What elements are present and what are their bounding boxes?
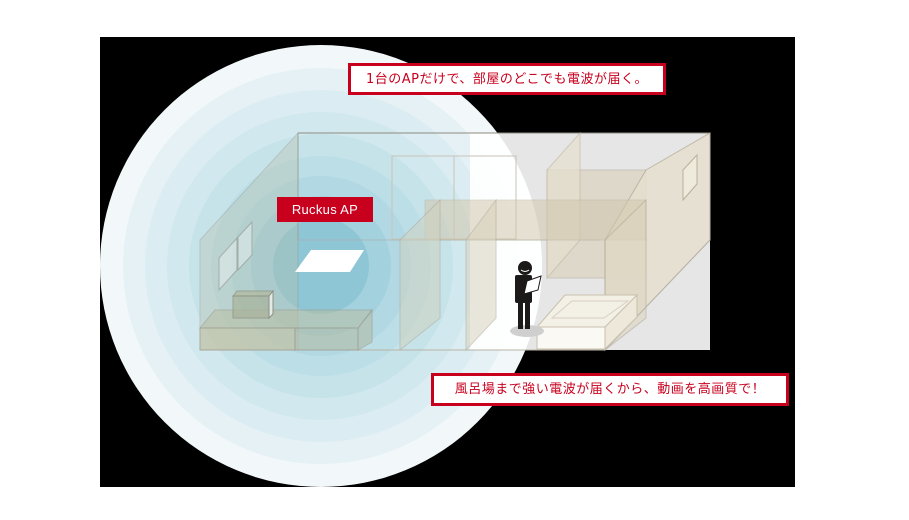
room [198,131,711,352]
ap-label: Ruckus AP [277,197,373,222]
window-left [218,220,253,292]
tv-cabinet [231,289,275,320]
sofa [198,308,374,351]
callout-bathroom: 風呂場まで強い電波が届くから、動画を高画質で！ [431,373,789,406]
person-with-tablet [510,261,544,337]
access-point-panel [295,250,364,272]
callout-coverage: 1台のAPだけで、部屋のどこでも電波が届く。 [348,63,666,95]
bathtub [535,293,639,351]
